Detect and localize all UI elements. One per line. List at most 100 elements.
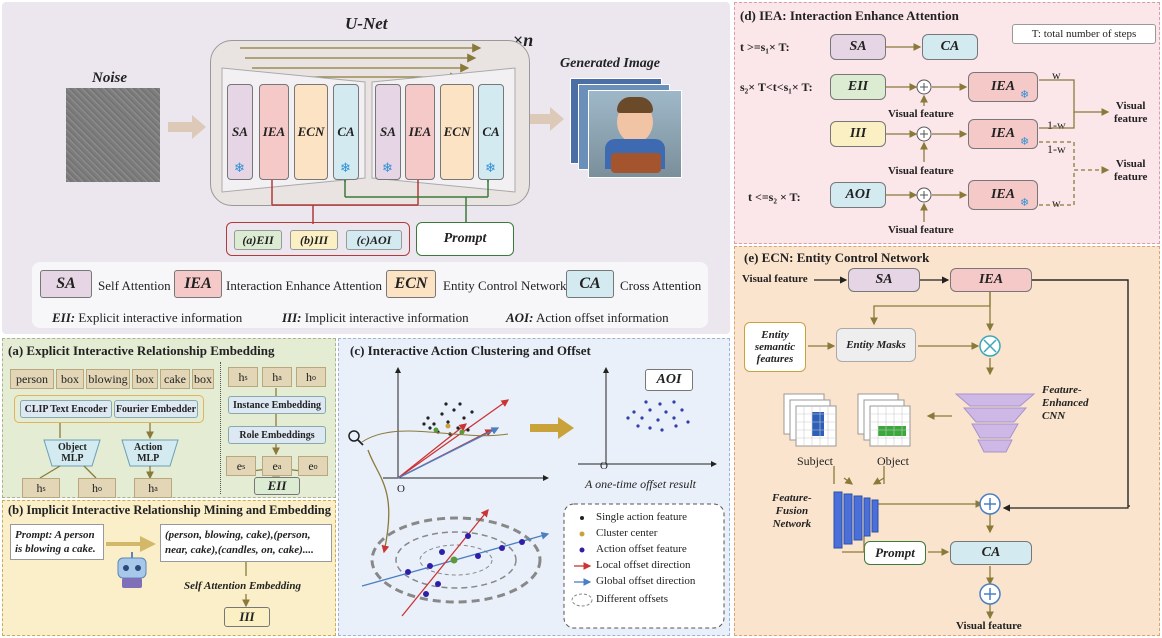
- encoder-shape: [221, 67, 366, 193]
- token-cake: cake: [160, 369, 190, 389]
- steps-note: T: total number of steps: [1012, 24, 1156, 44]
- aoi-points: [626, 400, 690, 432]
- snowflake-icon: ❄: [234, 160, 245, 175]
- gen-image: [588, 90, 682, 178]
- legend-ecn-label: Entity Control Network: [443, 278, 567, 293]
- e-iea: IEA: [950, 268, 1032, 292]
- cond-iii: (b)III: [290, 230, 338, 250]
- snowflake-icon: ❄: [485, 160, 496, 175]
- e-visual-feature-out: Visual feature: [956, 620, 1022, 632]
- panel-e-svg: [783, 276, 1130, 620]
- iii-output: III: [224, 607, 270, 627]
- unet-block-ca-1: CA: [333, 84, 359, 180]
- entity-masks: Entity Masks: [836, 328, 916, 362]
- unet-block-ecn-1: ECN: [294, 84, 328, 180]
- panel-d-title: (d) IEA: Interaction Enhance Attention: [740, 8, 959, 23]
- legend-ecn-swatch: ECN: [386, 270, 436, 298]
- legend-iea-label: Interaction Enhance Attention: [226, 278, 382, 293]
- offset-points: [405, 533, 525, 597]
- one-time-label: A one-time offset result: [585, 477, 696, 491]
- fourier-embedder: Fourier Embedder: [114, 400, 198, 418]
- token-person: person: [10, 369, 54, 389]
- panel-a-divider: [220, 362, 221, 494]
- e-prompt: Prompt: [864, 541, 926, 565]
- cond-eii: (a)EII: [234, 230, 282, 250]
- legend-c-4: Global offset direction: [596, 575, 696, 587]
- token-box: box: [132, 369, 158, 389]
- legend-ca-swatch: CA: [566, 270, 614, 298]
- action-mlp-shape: [121, 439, 179, 467]
- triples-box: (person, blowing, cake),(person,near, ca…: [160, 524, 332, 562]
- panel-e-title: (e) ECN: Entity Control Network: [744, 250, 930, 265]
- e-ca: CA: [950, 541, 1032, 565]
- unet-block-sa-2: SA: [375, 84, 401, 180]
- panel-a-title: (a) Explicit Interactive Relationship Em…: [8, 343, 275, 358]
- aoi-result-label: AOI: [645, 369, 693, 391]
- w-label-1: w: [1052, 68, 1061, 82]
- d-aoi: AOI: [830, 182, 886, 208]
- unet-block-ca-2: CA: [478, 84, 504, 180]
- panel-b-title: (b) Implicit Interactive Relationship Mi…: [8, 503, 331, 517]
- cond-inputs-box: [226, 222, 410, 256]
- d-eii: EII: [830, 74, 886, 100]
- vf-label-1: Visual feature: [888, 108, 954, 120]
- w-label-2: w: [1052, 196, 1061, 210]
- token-box: box: [192, 369, 214, 389]
- panel-c-title: (c) Interactive Action Clustering and Of…: [350, 343, 591, 358]
- self-attention-embedding: Self Attention Embedding: [184, 580, 301, 592]
- token-blowing: blowing: [86, 369, 130, 389]
- noise-to-unet-arrow: [168, 115, 206, 139]
- legend-c-0: Single action feature: [596, 511, 688, 523]
- legend-c-5: Different offsets: [596, 593, 668, 605]
- token-box: box: [56, 369, 84, 389]
- subject-label: Subject: [797, 454, 833, 468]
- panel-c-svg: [348, 367, 725, 629]
- cake: [611, 153, 661, 173]
- snowflake-icon: ❄: [1020, 197, 1030, 209]
- e-visual-feature-in: Visual feature: [742, 273, 808, 285]
- panel-a-svg: [39, 388, 311, 498]
- instance-embedding: Instance Embedding: [228, 396, 326, 414]
- d-iea-2: IEA: [968, 119, 1038, 149]
- object-mlp-shape: [43, 439, 101, 467]
- e-sa: SA: [848, 268, 920, 292]
- role-embeddings: Role Embeddings: [228, 426, 326, 444]
- panel-d-svg: [886, 43, 1110, 222]
- unet-block-iea-2: IEA: [405, 84, 435, 180]
- origin-1: O: [397, 483, 405, 495]
- noise-image: [66, 88, 160, 182]
- cond-aoi: (c)AOI: [346, 230, 402, 250]
- cond-green-arrows: [344, 172, 489, 224]
- generated-label: Generated Image: [560, 56, 660, 71]
- snowflake-icon: ❄: [382, 160, 393, 175]
- legend-c-1: Cluster center: [596, 527, 658, 539]
- unet-to-image-arrow: [530, 107, 564, 131]
- legend-eii-def: EII: Explicit interactive information: [52, 310, 243, 325]
- eii-output: EII: [254, 477, 300, 495]
- snowflake-icon: ❄: [1020, 136, 1030, 148]
- encoder-group: [14, 395, 204, 423]
- vf-label-3: Visual feature: [888, 224, 954, 236]
- clip-text-encoder: CLIP Text Encoder: [20, 400, 112, 418]
- panel-b-svg: [106, 536, 336, 636]
- unet-block-iea-1: IEA: [259, 84, 289, 180]
- legend-iea-swatch: IEA: [174, 270, 222, 298]
- cond1: t >=s₁× T:: [740, 40, 790, 54]
- unet-block-sa-1: SA: [227, 84, 253, 180]
- w1-label-2: 1-w: [1047, 142, 1066, 156]
